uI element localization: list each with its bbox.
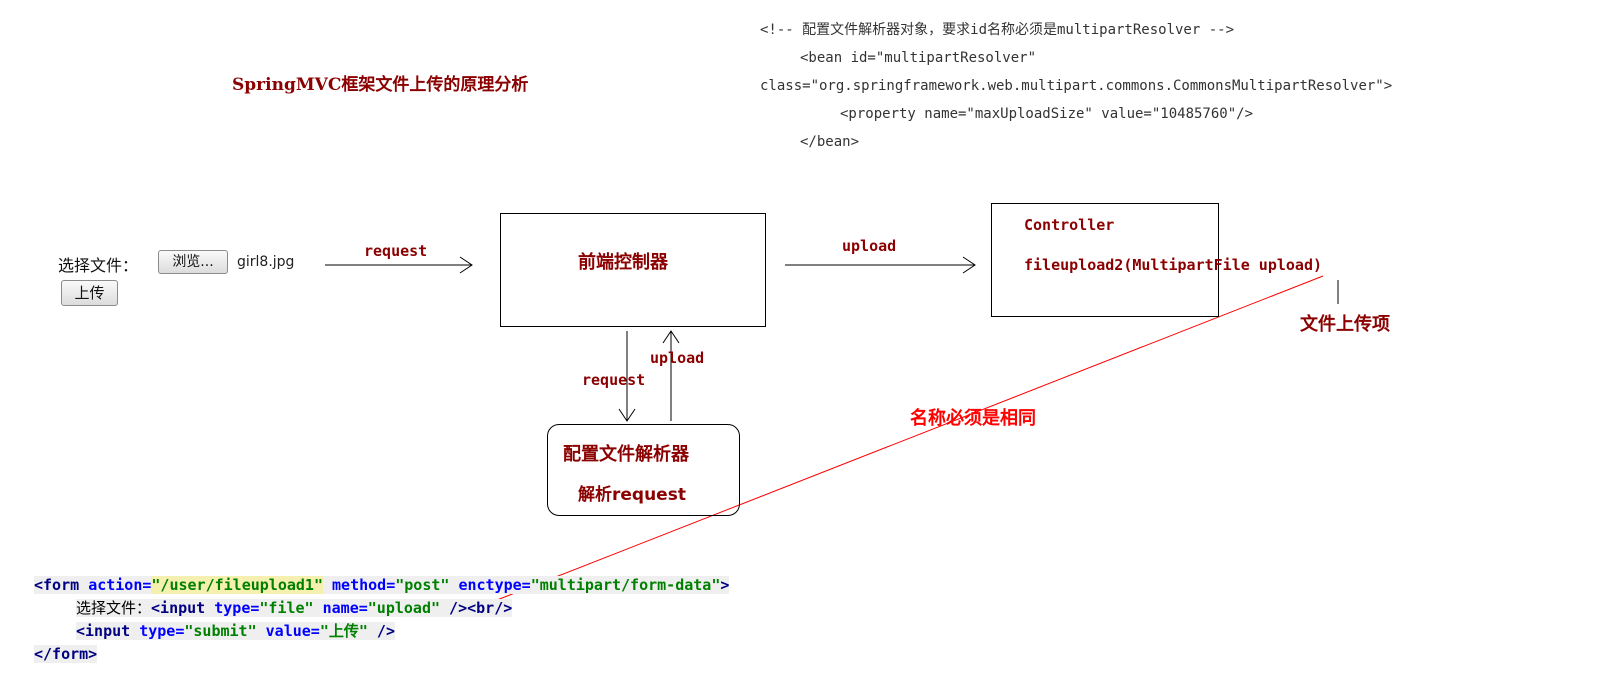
selected-file-name: girl8.jpg xyxy=(237,254,295,270)
arrow-label-upload-1: upload xyxy=(842,237,897,255)
xml-bean-line: <bean id="multipartResolver" xyxy=(800,50,1037,66)
code-tag: </form> xyxy=(34,645,98,663)
code-attr: value= xyxy=(256,622,320,640)
code-tag: <form xyxy=(34,576,89,594)
code-tag: <input xyxy=(76,622,140,640)
page-title: SpringMVC框架文件上传的原理分析 xyxy=(232,75,529,95)
code-tag: <input xyxy=(151,599,215,617)
upload-button[interactable]: 上传 xyxy=(61,280,118,306)
code-line-2: 选择文件：<input type="file" name="upload" />… xyxy=(34,597,729,620)
code-text: 选择文件： xyxy=(76,599,152,617)
code-string: "上传" xyxy=(319,622,368,640)
xml-class-line: class="org.springframework.web.multipart… xyxy=(760,78,1393,94)
file-item-annotation: 文件上传项 xyxy=(1300,314,1390,335)
code-attr: action= xyxy=(88,576,152,594)
code-attr: type= xyxy=(214,599,260,617)
code-string: "/user/fileupload1" xyxy=(151,576,323,594)
controller-method: fileupload2(MultipartFile upload) xyxy=(1024,256,1323,274)
front-controller-label: 前端控制器 xyxy=(578,252,668,273)
arrow-request-down-head xyxy=(618,408,636,422)
code-line-3: <input type="submit" value="上传" /> xyxy=(34,620,729,643)
browse-button[interactable]: 浏览... xyxy=(158,250,228,274)
xml-property-line: <property name="maxUploadSize" value="10… xyxy=(840,106,1254,122)
controller-title: Controller xyxy=(1024,216,1115,234)
file-chooser-label: 选择文件： xyxy=(58,256,139,275)
resolver-title: 配置文件解析器 xyxy=(563,444,689,465)
xml-config-snippet: <!-- 配置文件解析器对象，要求id名称必须是multipartResolve… xyxy=(760,16,1392,156)
same-name-annotation: 名称必须是相同 xyxy=(910,408,1036,429)
code-line-4: </form> xyxy=(34,643,729,666)
xml-bean-close-line: </bean> xyxy=(800,134,860,150)
resolver-subtitle: 解析request xyxy=(578,485,686,505)
code-attr: name= xyxy=(313,599,368,617)
code-string: "file" xyxy=(259,599,314,617)
arrow-request-to-front-head xyxy=(459,256,473,274)
arrow-label-request-1: request xyxy=(364,242,428,260)
code-string: "submit" xyxy=(184,622,257,640)
resolver-box xyxy=(547,424,740,516)
controller-box xyxy=(991,203,1219,317)
arrow-label-upload-2: upload xyxy=(650,349,705,367)
code-line-1: <form action="/user/fileupload1" method=… xyxy=(34,574,730,597)
same-name-connector xyxy=(496,275,1324,601)
code-tag: /> xyxy=(367,622,395,640)
code-attr: method= xyxy=(323,576,396,594)
front-controller-box xyxy=(500,213,766,327)
code-string: "upload" xyxy=(367,599,441,617)
code-string: "post" xyxy=(395,576,450,594)
arrow-upload-up-head xyxy=(662,330,680,344)
code-tag: > xyxy=(720,576,730,594)
xml-comment-line: <!-- 配置文件解析器对象，要求id名称必须是multipartResolve… xyxy=(760,22,1235,38)
code-attr: type= xyxy=(139,622,185,640)
code-attr: enctype= xyxy=(449,576,531,594)
arrow-upload-to-controller-head xyxy=(962,256,976,274)
code-tag: /><br/> xyxy=(440,599,513,617)
code-string: "multipart/form-data" xyxy=(530,576,721,594)
form-source-code: <form action="/user/fileupload1" method=… xyxy=(34,574,730,666)
arrow-label-request-2: request xyxy=(582,371,646,389)
